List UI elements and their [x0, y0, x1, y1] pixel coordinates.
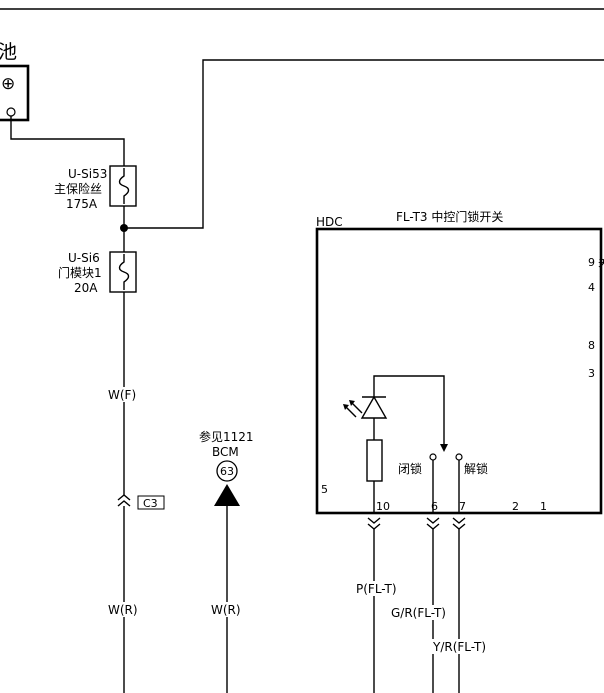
- led-icon: [360, 395, 388, 419]
- hdc-pin-1: 1: [540, 500, 547, 513]
- hdc-right-pin-3: 3: [588, 367, 595, 380]
- connector-c3-box: [137, 495, 165, 510]
- led-ray-head-1: [343, 404, 349, 410]
- bcm-module-text: BCM: [212, 445, 239, 459]
- wire-label-bg-gr: [389, 605, 455, 620]
- fuse-main-icon: [118, 168, 130, 204]
- connector-c3-icon: [117, 494, 131, 507]
- hdc-connector-pin10-icon: [367, 517, 381, 530]
- wire-battery-to-fuse: [10, 116, 125, 166]
- hdc-right-pin-9: 9: [588, 256, 595, 269]
- hdc-label: HDC: [316, 215, 343, 229]
- bcm-pin-circle: [216, 460, 238, 482]
- hdc-pin-5: 5: [321, 483, 328, 496]
- fuse-door-rating: 20A: [74, 281, 98, 295]
- resistor-icon: [366, 439, 383, 482]
- wire-label-wr-mid: W(R): [211, 603, 241, 617]
- switch-open-label: 解锁: [464, 461, 488, 476]
- switch-contact-open: [455, 453, 463, 461]
- fuse-door-name: 门模块1: [58, 265, 102, 280]
- switch-contact-close: [429, 453, 437, 461]
- hdc-title: FL-T3 中控门锁开关: [396, 209, 503, 224]
- hdc-pin-6: 6: [431, 500, 438, 513]
- bcm-pin-number: 63: [220, 465, 234, 478]
- hdc-connector-pin6-icon: [426, 517, 440, 530]
- wire-label-yr: Y/R(FL-T): [432, 640, 486, 654]
- wire-label-bg-3: [209, 602, 245, 617]
- led-ray-1: [344, 405, 357, 418]
- connector-c3-label: C3: [143, 497, 158, 510]
- wire-label-bg-p: [354, 581, 408, 596]
- hdc-arrow-head: [440, 444, 448, 452]
- hdc-internal-wire: [373, 375, 445, 446]
- wire-branch-to-hdc: [124, 59, 604, 229]
- fuse-main-name: 主保险丝: [54, 181, 102, 196]
- led-ray-2: [350, 401, 363, 414]
- fuse-door-icon: [118, 254, 130, 290]
- wire-label-bg-2: [106, 602, 142, 617]
- hdc-pin-7: 7: [459, 500, 466, 513]
- hdc-pin-10: 10: [376, 500, 390, 513]
- fuse-door-id: U-Si6: [68, 251, 100, 265]
- bcm-ref-text: 参见1121: [199, 429, 254, 444]
- wire-label-gr: G/R(FL-T): [391, 606, 446, 620]
- wire-label-wr-left: W(R): [108, 603, 138, 617]
- hdc-right-pin-8: 8: [588, 339, 595, 352]
- battery-label: 池: [0, 41, 17, 63]
- fuse-main-id: U-Si53: [68, 167, 107, 181]
- wire-label-bg: [106, 387, 142, 402]
- hdc-connector-pin7-icon: [452, 517, 466, 530]
- led-ray-head-2: [349, 400, 355, 406]
- wire-label-wf: W(F): [108, 388, 136, 402]
- hdc-edge-char: 关: [598, 255, 604, 269]
- bcm-arrow-icon: [214, 484, 240, 506]
- hdc-right-pin-4: 4: [588, 281, 595, 294]
- wire-label-bg-yr: [431, 639, 495, 654]
- battery-terminal-icon: [6, 107, 16, 117]
- battery-plus-icon: ⊕: [1, 74, 15, 94]
- wire-label-p: P(FL-T): [356, 582, 397, 596]
- hdc-pin-2: 2: [512, 500, 519, 513]
- switch-close-label: 闭锁: [398, 461, 422, 476]
- fuse-main-rating: 175A: [66, 197, 98, 211]
